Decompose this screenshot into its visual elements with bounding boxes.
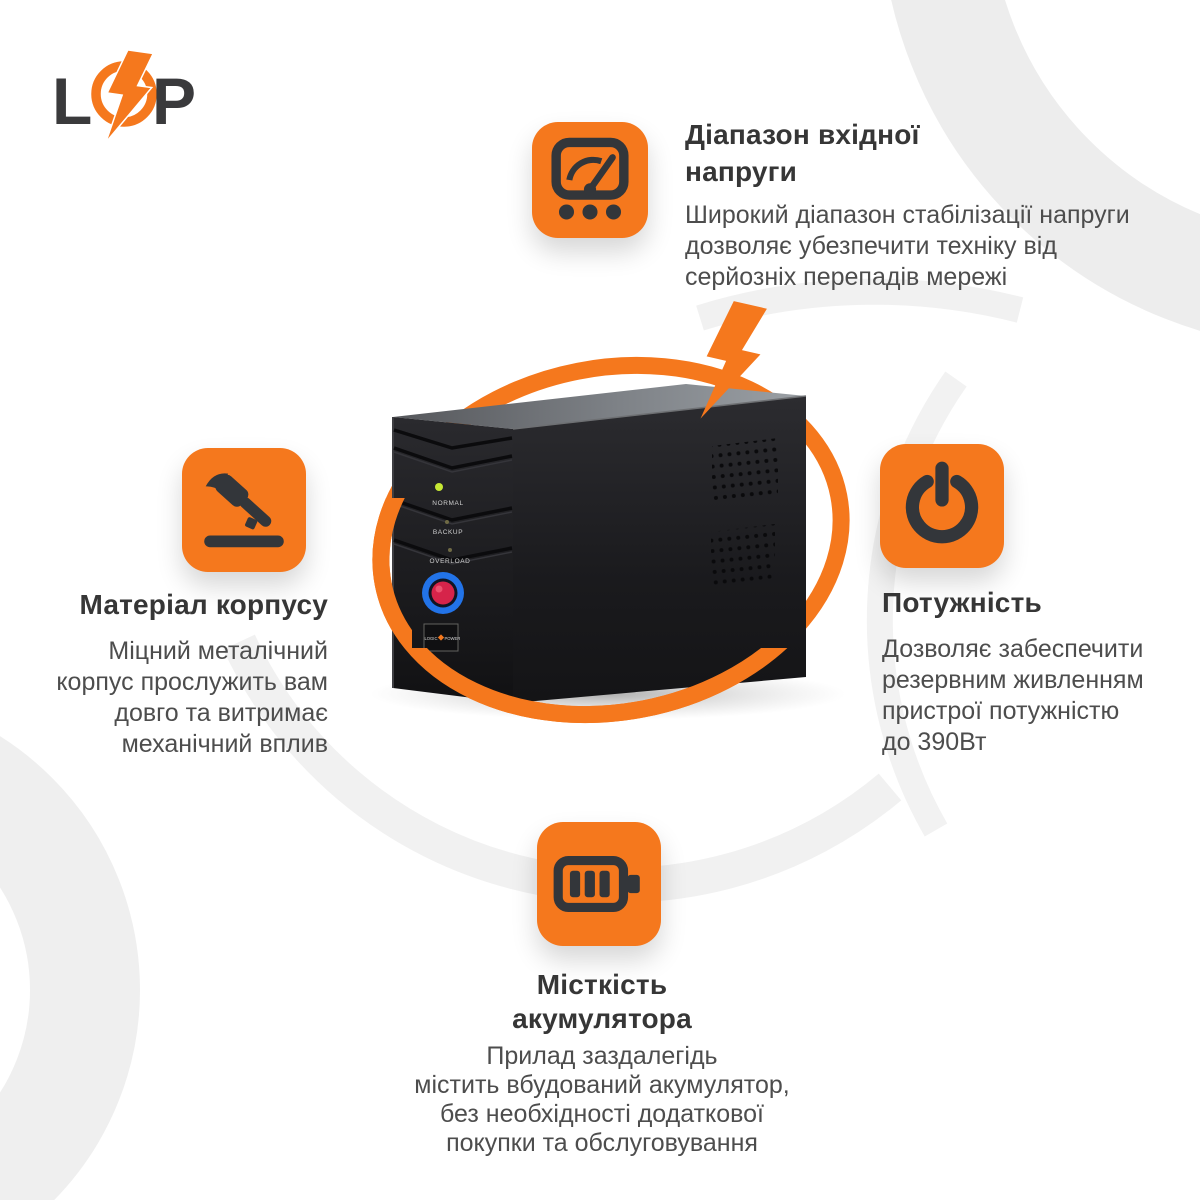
overload-label: OVERLOAD [430, 558, 471, 565]
feature-voltage: Діапазон вхідної напруги Широкий діапазо… [685, 116, 1130, 293]
logo-letter-l: L [52, 64, 92, 138]
front-chevrons [393, 428, 513, 565]
brand-logo: L P [52, 50, 196, 140]
normal-label: NORMAL [432, 500, 463, 507]
battery-icon [537, 822, 661, 946]
backup-label: BACKUP [433, 529, 463, 536]
feature-battery-body: Прилад заздалегідь містить вбудований ак… [414, 1042, 790, 1157]
power-icon [880, 444, 1004, 568]
ring-bottom-left [0, 737, 140, 1200]
lightning-bolt-icon [700, 301, 767, 419]
feature-voltage-body: Широкий діапазон стабілізації напруги до… [685, 201, 1130, 291]
device-top-face [393, 384, 806, 429]
overload-led [448, 548, 452, 552]
device-brand-badge: LOGIC POWER [423, 623, 461, 652]
device-power-button [422, 572, 464, 614]
backup-led [445, 520, 449, 524]
arc-center-circle [223, 634, 902, 903]
feature-material-body: Міцний металічний корпус прослужить вам … [56, 637, 328, 758]
badge-diamond-icon [437, 634, 445, 641]
vent-grid-top [712, 438, 778, 506]
feature-material-title: Матеріал корпусу [79, 589, 328, 620]
logo-letter-p: P [152, 64, 196, 138]
orange-loop-front [372, 498, 800, 723]
feature-voltage-title: Діапазон вхідної напруги [685, 119, 920, 187]
hammer-icon [182, 448, 306, 572]
device-top-edge [512, 395, 807, 430]
arc-right-thin [866, 371, 967, 837]
feature-material: Матеріал корпусу Міцний металічний корпу… [56, 588, 328, 760]
feature-battery-title: Місткість акумулятора [512, 969, 692, 1034]
voltmeter-icon [532, 122, 648, 238]
feature-power-title: Потужність [882, 587, 1042, 618]
logo-bolt-icon [106, 50, 155, 140]
feature-power-body: Дозволяє забеспечити резервним живленням… [882, 635, 1144, 756]
feature-battery: Місткість акумулятора Прилад заздалегідь… [302, 968, 902, 1158]
feature-power: Потужність Дозволяє забеспечити резервни… [882, 586, 1144, 758]
badge-power-text: POWER [445, 636, 461, 641]
ups-device: NORMAL BACKUP OVERLOAD LOGIC POWER [392, 384, 807, 703]
vent-grid-bottom [711, 524, 775, 586]
normal-led [435, 483, 443, 491]
badge-logic-text: LOGIC [424, 636, 437, 641]
